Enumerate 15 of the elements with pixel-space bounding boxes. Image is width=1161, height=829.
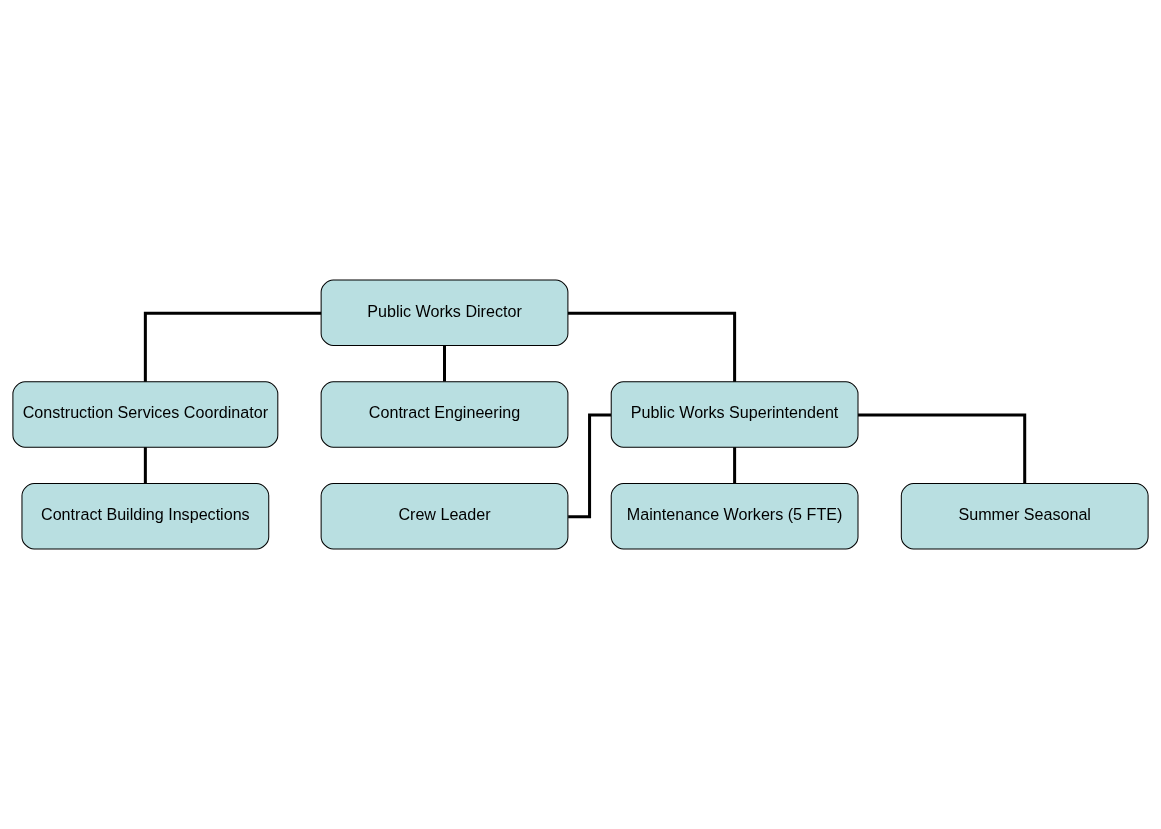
connector [568, 413, 611, 519]
node-box: Public Works Superintendent [610, 381, 859, 448]
node-box: Public Works Director [320, 279, 569, 346]
node-box: Crew Leader [320, 483, 569, 550]
node-box: Contract Building Inspections [21, 483, 270, 550]
connector [143, 447, 147, 484]
node-box: Contract Engineering [320, 381, 569, 448]
node-box: Construction Services Coordinator [12, 381, 279, 448]
connector [443, 345, 447, 382]
node-box: Maintenance Workers (5 FTE) [610, 483, 859, 550]
connector [858, 413, 1027, 484]
connector [733, 447, 737, 484]
node-box: Summer Seasonal [900, 483, 1149, 550]
connector [143, 311, 322, 382]
connector [567, 311, 737, 382]
